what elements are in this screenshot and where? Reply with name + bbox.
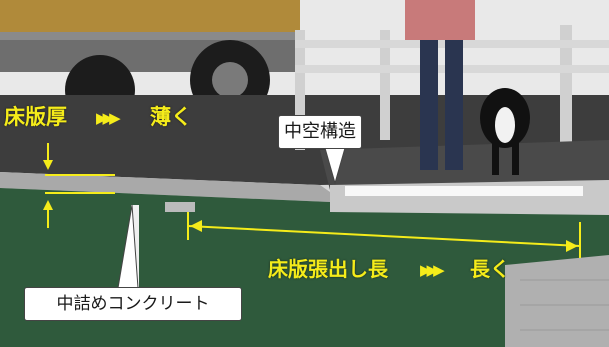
- guardrail-post: [295, 30, 305, 150]
- person-shirt: [405, 0, 475, 40]
- dog-leg: [492, 140, 499, 175]
- thickness-arrow-down: [43, 160, 53, 170]
- slab-thickness-label: 床版厚: [4, 105, 67, 129]
- hollow-structure-callout: 中空構造: [278, 115, 362, 149]
- dog-leg: [512, 140, 519, 175]
- sidewalk: [320, 140, 609, 190]
- guardrail-post: [560, 25, 572, 145]
- hollow-slab-band: [330, 180, 609, 215]
- infill-concrete-callout: 中詰めコンクリート: [24, 287, 242, 321]
- overhang-dimension-line: [187, 225, 581, 247]
- thickness-arrows: ▶▶▶: [96, 109, 121, 127]
- truck-wheel-hub: [212, 62, 248, 98]
- overhang-arrows: ▶▶▶: [420, 261, 445, 279]
- overhang-arrow-right: [566, 240, 578, 252]
- hollow-void: [345, 186, 583, 196]
- person-leg: [420, 30, 438, 170]
- slab-overhang-length-label: 床版張出し長: [268, 257, 388, 281]
- dog-chest: [495, 107, 515, 143]
- longer-label: 長く: [470, 257, 510, 281]
- abutment-wall: [505, 255, 609, 347]
- thinner-label: 薄く: [150, 105, 192, 129]
- truck-cargo: [0, 0, 300, 32]
- overhang-arrow-left: [190, 220, 202, 232]
- bearing: [165, 202, 195, 212]
- thickness-arrow-up: [43, 200, 53, 210]
- slab-top-band: [0, 172, 330, 202]
- person-leg: [445, 30, 463, 170]
- guardrail-post: [380, 30, 390, 140]
